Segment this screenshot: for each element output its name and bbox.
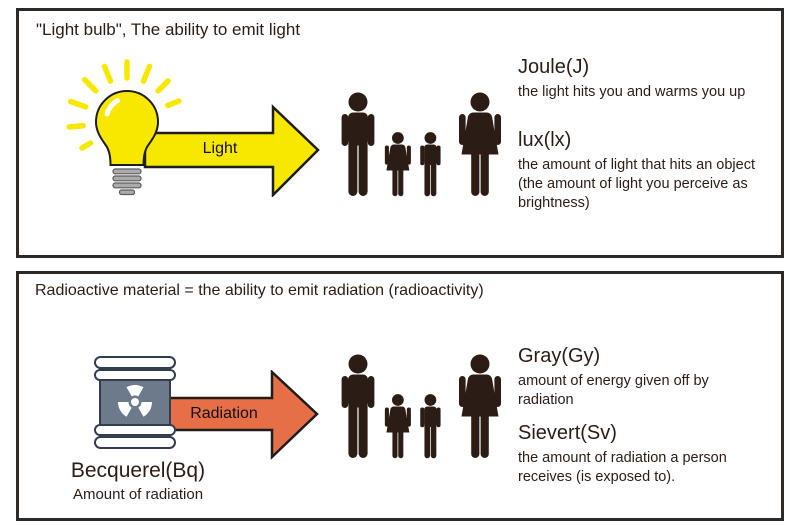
- panel-radiation: Radioactive material = the ability to em…: [16, 271, 784, 521]
- arrow-right-icon: [143, 104, 320, 197]
- bulb-screw-base-icon: [112, 168, 142, 196]
- unit-sievert-name: Sievert(Sv): [518, 422, 617, 444]
- light-rays-icon: [66, 59, 182, 151]
- panel-light-title: "Light bulb", The ability to emit light: [36, 20, 301, 39]
- radiation-arrow-label: Radiation: [190, 405, 258, 422]
- light-bulb-icon: [66, 59, 182, 196]
- unit-joule-desc: the light hits you and warms you up: [518, 84, 746, 100]
- radioactive-barrel-icon: [94, 356, 176, 449]
- unit-lux: lux(lx) the amount of light that hits an…: [518, 128, 756, 213]
- becquerel-label: Becquerel(Bq) Amount of radiation: [38, 458, 238, 504]
- unit-gray-desc: amount of energy given off by radiation: [518, 373, 709, 408]
- unit-gray: Gray(Gy) amount of energy given off by r…: [518, 344, 758, 410]
- unit-sievert: Sievert(Sv) the amount of radiation a pe…: [518, 421, 763, 487]
- becquerel-desc: Amount of radiation: [72, 486, 204, 503]
- light-arrow-label: Light: [202, 140, 238, 157]
- unit-lux-name: lux(lx): [518, 129, 572, 151]
- unit-lux-desc: the amount of light that hits an object …: [518, 157, 755, 211]
- family-icon: [338, 90, 510, 198]
- arrow-right-icon: [166, 370, 319, 460]
- unit-joule-name: Joule(J): [518, 56, 590, 78]
- unit-gray-name: Gray(Gy): [518, 345, 601, 367]
- family-icon: [338, 352, 510, 460]
- radiation-trefoil-icon: [118, 385, 152, 417]
- panel-radiation-title: Radioactive material = the ability to em…: [35, 282, 484, 299]
- becquerel-name: Becquerel(Bq): [70, 459, 206, 482]
- unit-sievert-desc: the amount of radiation a person receive…: [518, 450, 727, 485]
- unit-joule: Joule(J) the light hits you and warms yo…: [518, 55, 776, 102]
- panel-light: "Light bulb", The ability to emit light …: [16, 8, 784, 258]
